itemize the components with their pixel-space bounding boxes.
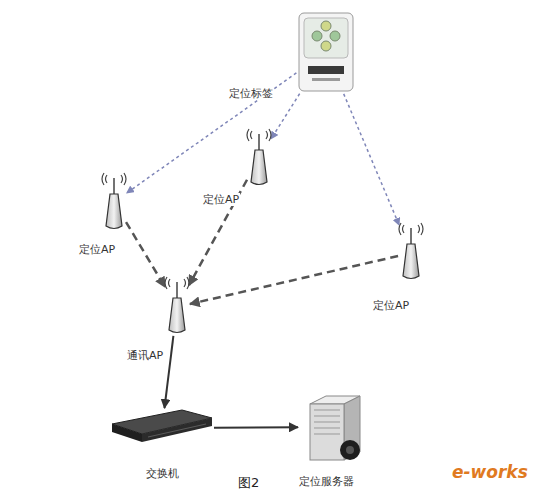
figure-caption: 图2 [238, 474, 259, 492]
connector-arrow [214, 426, 298, 428]
connector-arrow [126, 222, 165, 287]
connector-arrow [190, 256, 398, 304]
node-label: 定位服务器 [298, 475, 355, 488]
ap-icon [400, 226, 422, 280]
connector-arrow [164, 336, 173, 408]
node-label: 定位AP [372, 299, 410, 312]
antenna-node: 通讯AP [166, 280, 188, 334]
connector-arrow [189, 180, 247, 286]
switch-node: 交换机 [112, 410, 212, 446]
ap-icon [103, 176, 125, 228]
antenna-node: 定位AP [400, 226, 422, 280]
watermark: e-works [452, 462, 528, 482]
node-label: 通讯AP [126, 349, 164, 362]
switch-icon [112, 410, 212, 446]
connector-arrow [127, 73, 297, 193]
node-label: 交换机 [145, 467, 180, 480]
tag-icon [298, 12, 354, 92]
node-label: 定位AP [202, 193, 240, 206]
server-node: 定位服务器 [300, 392, 370, 462]
node-label: 定位标签 [228, 87, 274, 100]
connector-arrow [271, 94, 300, 139]
server-icon [300, 392, 370, 462]
connector-arrow [344, 94, 400, 225]
antenna-node: 定位AP [103, 176, 125, 228]
node-label: 定位AP [78, 243, 116, 256]
ap-icon [248, 132, 270, 184]
tag-node: 定位标签 [298, 12, 354, 92]
ap-icon [166, 280, 188, 334]
antenna-node: 定位AP [248, 132, 270, 184]
